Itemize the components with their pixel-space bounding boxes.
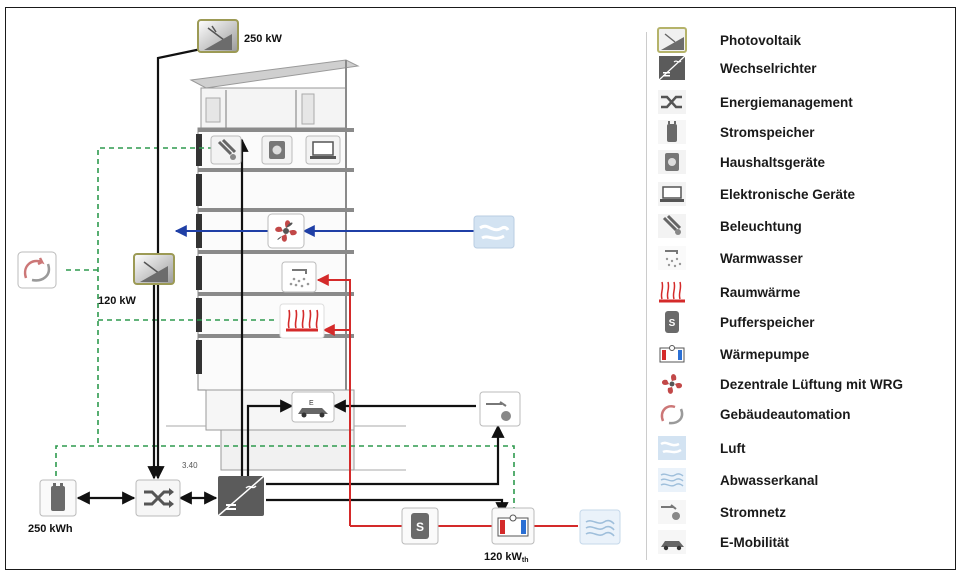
legend-label: Wechselrichter [720,60,817,76]
inverter-diagram-icon [217,475,265,517]
diagram-frame: 250 kW 120 kW [5,7,956,570]
legend-item-beleuchtung: Beleuchtung [656,212,802,240]
heat-pump-diagram-icon [491,507,535,545]
pv-facade-label: 120 kW [98,295,137,307]
legend-label: Photovoltaik [720,32,802,48]
legend-label: Stromspeicher [720,124,815,140]
legend-label: Luft [720,440,746,456]
legend-item-elektronische-geraete: Elektronische Geräte [656,180,855,208]
legend-label: Gebäudeautomation [720,406,851,422]
legend-label: Dezentrale Lüftung mit WRG [720,376,903,392]
space-heating-icon [656,278,688,306]
legend-item-warmwasser: Warmwasser [656,244,803,272]
legend-label: Warmwasser [720,250,803,266]
sewer-icon [656,466,688,494]
buffer-letter: S [416,520,424,534]
pv-facade-icon [133,253,175,285]
appliance-icon [656,148,688,176]
photovoltaic-icon [656,26,688,54]
energy-system-diagram: 250 kW 120 kW [17,19,621,564]
legend-label: Stromnetz [720,504,787,520]
legend-item-gebaeudeautomation: Gebäudeautomation [656,400,851,428]
svg-text:E: E [309,400,314,407]
legend-label: Elektronische Geräte [720,186,856,202]
thermal-lines [316,274,578,527]
air-icon [656,434,688,462]
e-mobility-icon [656,528,688,556]
inverter-icon [656,54,688,82]
legend-item-energiemanagement: Energiemanagement [656,88,853,116]
control-lines [55,147,515,513]
legend-item-waermepumpe: Wärmepumpe [656,340,809,368]
legend-item-luft: Luft [656,434,745,462]
legend-item-abwasserkanal: Abwasserkanal [656,466,818,494]
lighting-icon [656,212,688,240]
power-grid-icon [656,498,688,526]
e-mobility-diagram-icon: E [291,391,335,423]
building-automation-icon [656,400,688,428]
battery-label: 250 kWh [28,523,73,535]
hot-water-diagram-icon [281,261,317,293]
power-grid-diagram-icon [479,391,521,427]
ventilation-fan-icon [656,370,688,398]
energy-management-icon [656,88,688,116]
buffer-storage-diagram-icon: S [401,507,439,545]
legend-item-stromspeicher: Stromspeicher [656,118,815,146]
legend-item-raumwaerme: Raumwärme [656,278,800,306]
legend-label: Beleuchtung [720,218,802,234]
heat-pump-label: 120 kWth [484,551,529,564]
legend-item-pufferspeicher: S Pufferspeicher [656,308,815,336]
legend-label: Raumwärme [720,284,801,300]
pv-roof-label: 250 kW [244,33,283,45]
hot-water-icon [656,244,688,272]
space-heating-diagram-icon [279,303,325,339]
ventilation-fan-diagram-icon [267,213,305,249]
energy-management-diagram-icon [135,479,181,517]
sewer-diagram-icon [579,509,621,545]
buffer-storage-icon: S [656,308,688,336]
heat-pump-icon [656,340,688,368]
legend-separator [646,32,647,560]
appliance-diagram-icon [261,135,293,165]
legend-label: Abwasserkanal [720,472,819,488]
legend-item-lueftung: Dezentrale Lüftung mit WRG [656,370,903,398]
legend-label: Energiemanagement [720,94,853,110]
inverter-small-label: 3.40 [182,461,198,470]
legend-item-stromnetz: Stromnetz [656,498,786,526]
legend-label: E-Mobilität [720,534,789,550]
legend-label: Wärmepumpe [720,346,810,362]
battery-icon [656,118,688,146]
pv-roof-icon [197,19,239,53]
legend-item-haushaltsgeraete: Haushaltsgeräte [656,148,825,176]
laptop-icon [656,180,688,208]
battery-diagram-icon [39,479,77,517]
legend-label: Haushaltsgeräte [720,154,826,170]
buffer-letter-legend: S [669,318,676,329]
legend-item-wechselrichter: Wechselrichter [656,54,817,82]
legend-label: Pufferspeicher [720,314,815,330]
building-automation-diagram-icon [17,251,57,289]
air-diagram-icon [473,215,515,249]
laptop-diagram-icon [305,135,341,165]
legend-item-e-mobilitaet: E-Mobilität [656,528,789,556]
lighting-diagram-icon [210,135,242,165]
legend-item-photovoltaik: Photovoltaik [656,26,801,54]
